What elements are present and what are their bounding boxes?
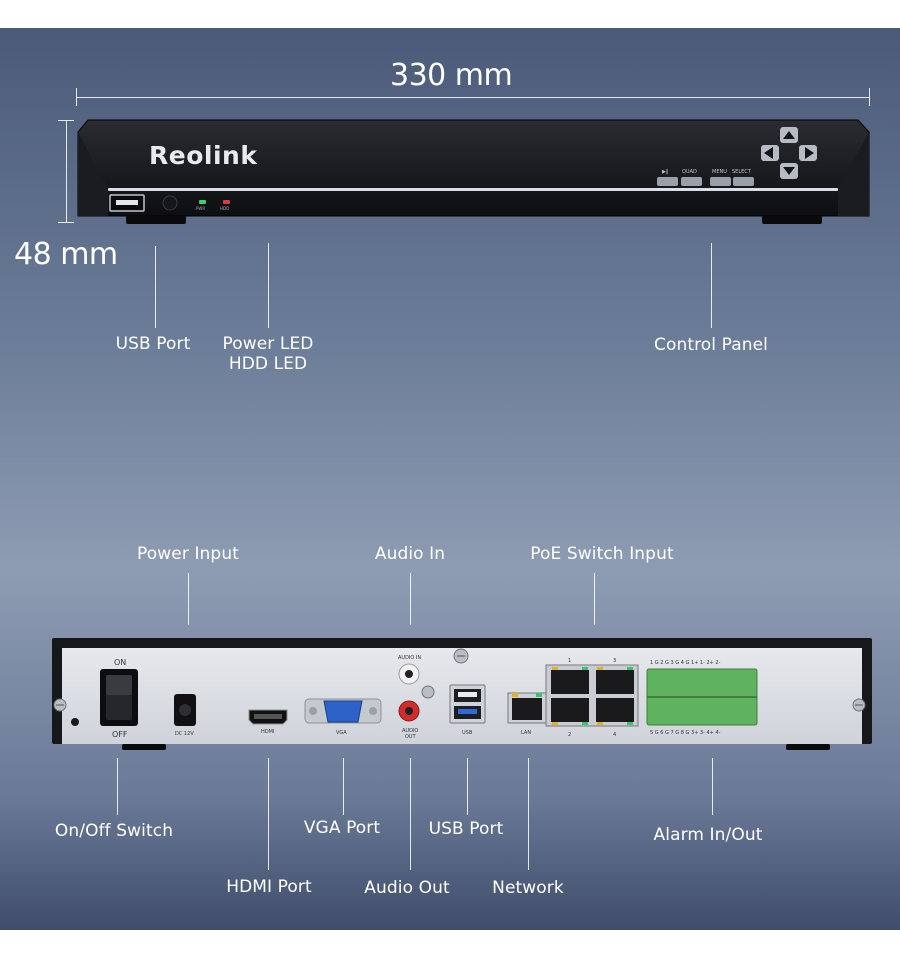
device-illustration: PWR HDD ▶‖ QUAD MENU SELECT ON OFF DC 12… bbox=[52, 119, 872, 750]
svg-text:AUDIO: AUDIO bbox=[402, 728, 418, 734]
height-dimension-tick-top bbox=[58, 120, 74, 121]
control-panel-leader bbox=[711, 243, 712, 328]
svg-text:SELECT: SELECT bbox=[732, 169, 752, 175]
usb-port-back-label: USB Port bbox=[428, 819, 504, 839]
power-led-leader bbox=[268, 243, 269, 328]
svg-text:▶‖: ▶‖ bbox=[662, 169, 668, 175]
svg-text:DC 12V: DC 12V bbox=[175, 731, 194, 737]
power-input-label: Power Input bbox=[137, 544, 239, 564]
hdmi-port-label: HDMI Port bbox=[226, 877, 312, 897]
back-panel bbox=[52, 638, 872, 750]
network-label: Network bbox=[492, 878, 564, 898]
width-dimension-tick-left bbox=[76, 88, 77, 106]
width-dimension-tick-right bbox=[869, 88, 870, 106]
on-off-switch-leader bbox=[117, 758, 118, 815]
network-leader bbox=[528, 758, 529, 870]
svg-text:VGA: VGA bbox=[336, 730, 347, 736]
audio-out-leader bbox=[410, 758, 411, 870]
usb-port-back-leader bbox=[467, 758, 468, 815]
hdd-led-label: HDD LED bbox=[228, 354, 308, 374]
svg-text:4: 4 bbox=[613, 732, 616, 738]
poe-switch-input-leader bbox=[594, 573, 595, 625]
hdmi-port-leader bbox=[268, 758, 269, 870]
power-led-label: Power LED bbox=[222, 334, 314, 354]
power-input-leader bbox=[188, 573, 189, 625]
audio-in-label: Audio In bbox=[374, 544, 446, 564]
front-panel bbox=[77, 119, 870, 224]
svg-text:LAN: LAN bbox=[521, 730, 531, 736]
usb-port-front-leader bbox=[155, 246, 156, 328]
svg-text:USB: USB bbox=[462, 730, 473, 736]
svg-text:OUT: OUT bbox=[405, 734, 417, 740]
audio-in-leader bbox=[410, 573, 411, 625]
width-dimension-label: 330 mm bbox=[390, 58, 513, 93]
diagram-canvas: 330 mm 48 mm bbox=[0, 28, 900, 930]
height-dimension-label: 48 mm bbox=[14, 237, 118, 272]
svg-text:1 G 2 G 3 G 4 G 1+ 1- 2+ 2-: 1 G 2 G 3 G 4 G 1+ 1- 2+ 2- bbox=[650, 660, 721, 666]
width-dimension-line bbox=[76, 97, 869, 98]
svg-text:PWR: PWR bbox=[196, 206, 205, 211]
svg-text:1: 1 bbox=[568, 658, 571, 664]
poe-switch-input-label: PoE Switch Input bbox=[530, 544, 674, 564]
brand-logo: Reolink bbox=[149, 141, 258, 170]
usb-port-front-label: USB Port bbox=[115, 334, 191, 354]
svg-text:QUAD: QUAD bbox=[682, 169, 697, 175]
audio-out-label: Audio Out bbox=[364, 878, 450, 898]
alarm-in-out-leader bbox=[712, 758, 713, 815]
svg-text:OFF: OFF bbox=[112, 730, 128, 739]
pwr-led-icon bbox=[199, 200, 206, 204]
hdd-led-icon bbox=[223, 200, 230, 204]
svg-text:MENU: MENU bbox=[712, 169, 727, 175]
svg-text:HDMI: HDMI bbox=[261, 729, 274, 735]
vga-port-label: VGA Port bbox=[303, 818, 381, 838]
control-panel-label: Control Panel bbox=[653, 335, 769, 355]
svg-text:5 G 6 G 7 G 8 G 3+ 3- 4+ 4-: 5 G 6 G 7 G 8 G 3+ 3- 4+ 4- bbox=[650, 730, 721, 736]
svg-text:2: 2 bbox=[568, 732, 571, 738]
svg-text:3: 3 bbox=[613, 658, 616, 664]
height-dimension-tick-bottom bbox=[58, 222, 74, 223]
svg-text:HDD: HDD bbox=[220, 206, 229, 211]
vga-port-leader bbox=[343, 758, 344, 815]
alarm-in-out-label: Alarm In/Out bbox=[653, 825, 763, 845]
svg-text:AUDIO IN: AUDIO IN bbox=[398, 655, 421, 661]
on-off-switch-label: On/Off Switch bbox=[54, 821, 174, 841]
svg-text:ON: ON bbox=[114, 658, 126, 667]
height-dimension-line bbox=[66, 120, 67, 222]
dpad-icon bbox=[761, 127, 817, 179]
